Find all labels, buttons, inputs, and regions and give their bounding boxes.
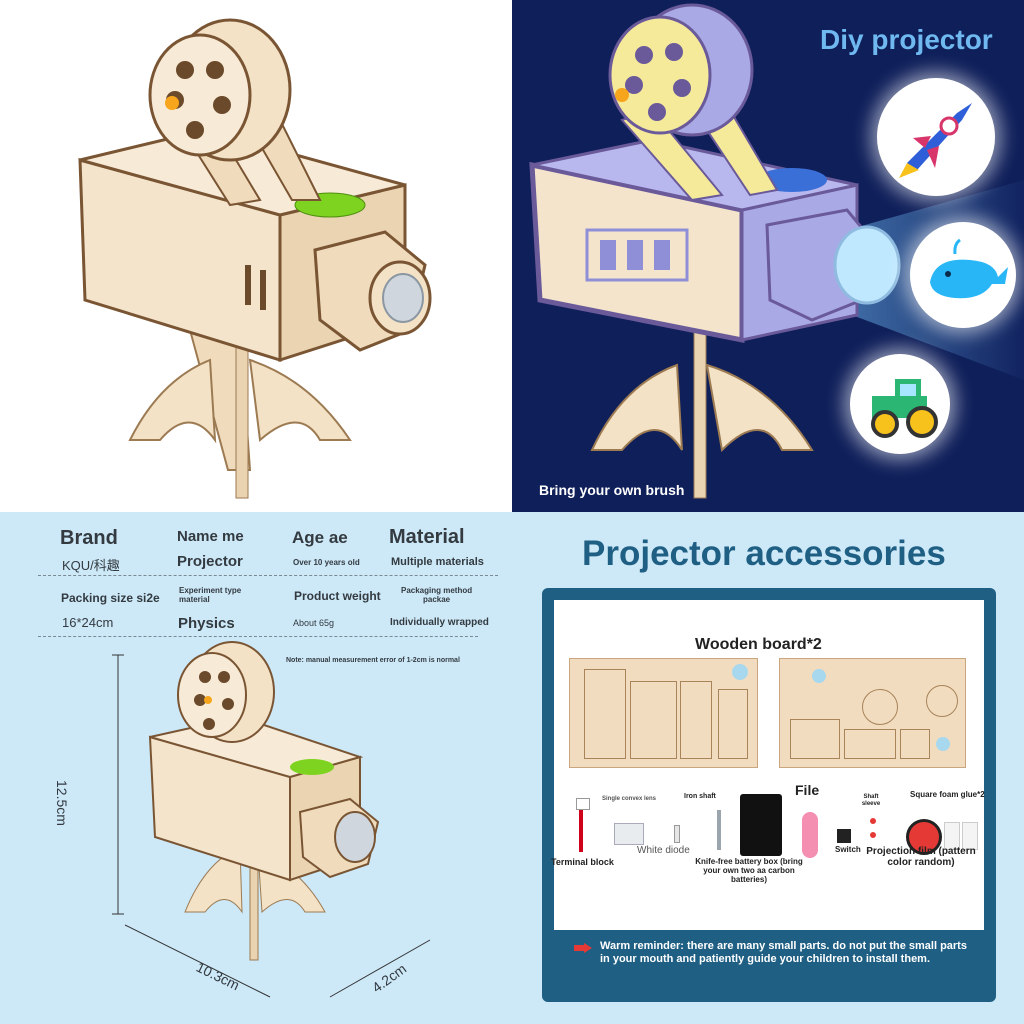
board-piece [718, 689, 748, 759]
convex-lens [614, 823, 644, 845]
diy-projector-panel: Diy projector Bring your own brush [512, 0, 1024, 512]
diy-projector-title: Diy projector [820, 24, 993, 55]
whale-projection [910, 222, 1016, 328]
white-diode [674, 825, 680, 843]
file-label: File [795, 782, 820, 798]
warm-reminder: Warm reminder: there are many small part… [600, 940, 967, 965]
shaft-sleeve-label: Shaft sleeve [861, 794, 881, 807]
dimension-diagram [112, 641, 431, 998]
white-diode-label: White diode [637, 845, 690, 856]
foam-glue-label: Square foam glue*2 [910, 790, 985, 799]
age-value: Over 10 years old [293, 558, 360, 567]
convex-lens-label: Single convex lens [602, 796, 657, 802]
projection-film-label: Projection film (pattern color random) [866, 846, 976, 868]
iron-shaft [717, 810, 721, 850]
switch-label: Switch [835, 845, 861, 854]
board-piece [844, 729, 896, 759]
battery-box-label: Knife-free battery box (bring your own t… [695, 857, 803, 884]
whale-icon [930, 238, 1008, 299]
board-hole [812, 669, 826, 683]
terminal-block [576, 798, 590, 810]
battery-box [740, 794, 782, 856]
divider-2 [38, 636, 478, 637]
shaft-sleeve [870, 818, 876, 824]
product-photo-panel [0, 0, 512, 512]
terminal-block-wire [579, 800, 583, 852]
product-weight-label: Product weight [294, 589, 381, 603]
specifications-panel: Brand KQU/科趣 Name me Projector Age ae Ov… [0, 512, 512, 1024]
packing-size-value: 16*24cm [62, 615, 114, 630]
packaging-method-value: Individually wrapped [390, 617, 489, 628]
bring-brush-caption: Bring your own brush [539, 482, 685, 498]
height-dimension: 12.5cm [54, 780, 70, 826]
reel-disc [862, 689, 898, 725]
rocket-icon [899, 103, 972, 178]
wooden-board-1 [569, 658, 758, 768]
board-piece [584, 669, 626, 759]
accessories-box: Wooden board*2 [542, 588, 996, 1002]
name-value: Projector [177, 553, 243, 570]
material-value: Multiple materials [391, 556, 484, 568]
accessories-inner-panel: Wooden board*2 [551, 600, 985, 930]
terminal-block-label: Terminal block [551, 857, 614, 867]
packaging-method-label: Packaging method packae [401, 586, 473, 604]
projection-film [906, 819, 942, 855]
board-piece [790, 719, 840, 759]
warning-arrow-icon [574, 943, 592, 953]
packing-size-label: Packing size si2e [61, 591, 160, 605]
foam-glue [962, 822, 978, 850]
tractor-icon [871, 379, 938, 438]
wooden-board-2 [779, 658, 966, 768]
wooden-projector-illustration [78, 18, 432, 499]
board-piece [900, 729, 930, 759]
foam-glue [944, 822, 960, 850]
name-label: Name me [177, 528, 244, 545]
rocket-projection [877, 78, 995, 196]
material-label: Material [389, 526, 465, 548]
accessories-title: Projector accessories [582, 534, 946, 573]
iron-shaft-label: Iron shaft [684, 793, 716, 800]
shaft-sleeve [870, 832, 876, 838]
file [802, 812, 818, 858]
wooden-board-label: Wooden board*2 [695, 636, 822, 653]
brand-value: KQU/科趣 [62, 558, 120, 573]
board-piece [630, 681, 677, 759]
accessories-panel: Projector accessories Wooden board*2 [512, 512, 1024, 1024]
brand-label: Brand [60, 527, 118, 549]
board-hole [732, 664, 748, 680]
painted-projector-illustration [529, 3, 901, 499]
product-weight-value: About 65g [293, 618, 335, 628]
reel-disc [926, 685, 958, 717]
tractor-projection [850, 354, 950, 454]
measurement-note: Note: manual measurement error of 1-2cm … [286, 657, 460, 664]
board-hole [936, 737, 950, 751]
experiment-type-label: Experiment type material [179, 586, 242, 604]
age-label: Age ae [292, 528, 348, 547]
switch [837, 829, 851, 843]
divider-1 [38, 575, 498, 576]
experiment-type-value: Physics [178, 615, 235, 632]
board-piece [680, 681, 712, 759]
